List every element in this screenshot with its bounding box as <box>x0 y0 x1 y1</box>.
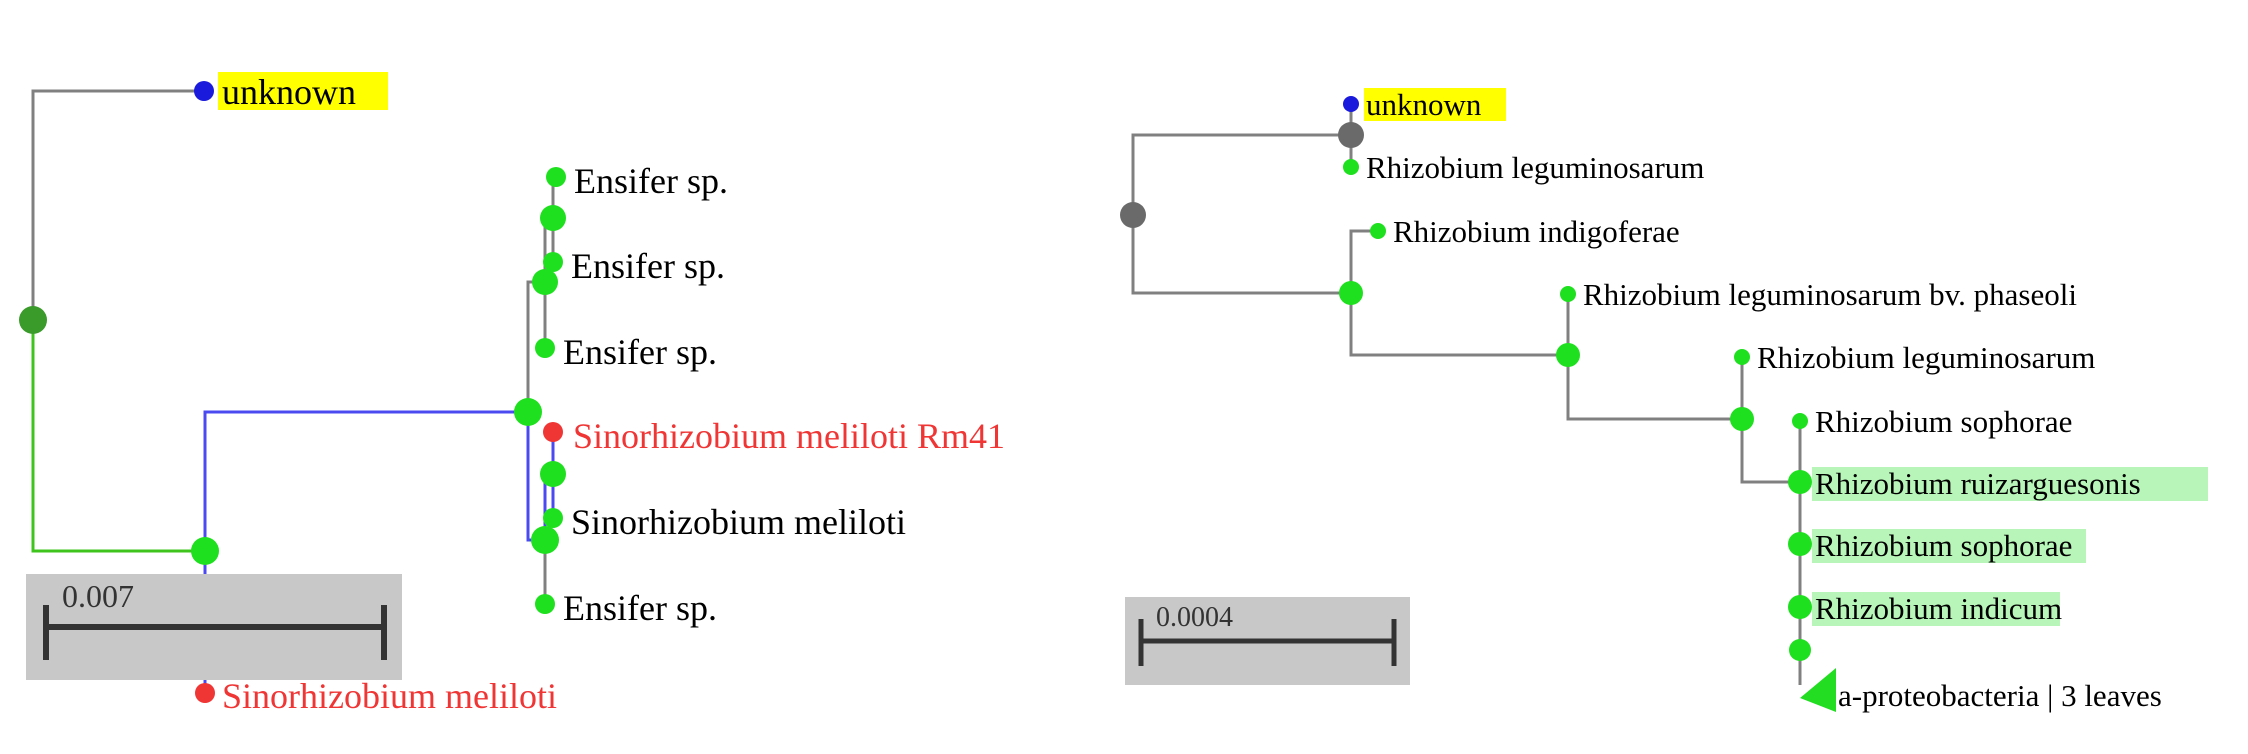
leaf-node-ensifer-4 <box>535 594 555 614</box>
leaf-node-sino-1 <box>543 508 563 528</box>
leaf-node-r-rindicum <box>1792 599 1808 615</box>
right-tree: 0.0004 unknown Rhizobium leguminosarum R… <box>1120 87 2208 713</box>
leaf-label-r-rind: Rhizobium indigoferae <box>1393 214 1680 249</box>
leaf-node-unknown <box>194 81 214 101</box>
leaf-label-r-rleg-1: Rhizobium leguminosarum <box>1366 150 1704 185</box>
left-scale-bar: 0.007 <box>26 574 402 680</box>
branch-root-clade <box>31 320 205 553</box>
node-right-root <box>1120 202 1146 228</box>
branch-r-root-down <box>1131 215 1351 295</box>
leaf-highlight-r-unknown <box>1364 88 1506 121</box>
leaf-node-ensifer-3 <box>535 338 555 358</box>
leaf-label-ensifer-4: Ensifer sp. <box>563 588 717 628</box>
right-scale-line <box>1138 619 1397 666</box>
node-left-root <box>19 306 47 334</box>
leaf-node-r-rleg-phas <box>1560 286 1576 302</box>
leaf-label-r-rsoph-1: Rhizobium sophorae <box>1815 404 2072 439</box>
leaf-label-r-rruiz: Rhizobium ruizarguesonis <box>1815 466 2141 501</box>
leaf-highlight-r-rsoph-2 <box>1812 529 2086 563</box>
right-internal-nodes <box>1120 122 1812 661</box>
node-right-n2 <box>1339 281 1363 305</box>
leaf-label-unknown: unknown <box>222 72 356 112</box>
left-scale-line <box>43 605 387 660</box>
leaf-label-r-rindicum: Rhizobium indicum <box>1815 591 2062 626</box>
collapsed-clade-triangle <box>1800 668 1836 712</box>
node-right-n8 <box>1789 639 1811 661</box>
left-tree: 0.007 unknown Ensifer sp. Ensifer sp. En… <box>19 72 1005 716</box>
leaf-node-sino-2 <box>195 683 215 703</box>
right-leaves: unknown Rhizobium leguminosarum Rhizobiu… <box>1343 87 2208 713</box>
leaf-label-ensifer-3: Ensifer sp. <box>563 332 717 372</box>
leaf-label-sino-1: Sinorhizobium meliloti <box>571 502 906 542</box>
right-scale-bar: 0.0004 <box>1125 597 1410 685</box>
node-left-clade <box>191 537 219 565</box>
leaf-label-sino-2: Sinorhizobium meliloti <box>222 676 557 716</box>
left-leaves: unknown Ensifer sp. Ensifer sp. Ensifer … <box>194 72 1005 716</box>
leaf-label-rm41: Sinorhizobium meliloti Rm41 <box>573 416 1005 456</box>
branch-root-unknown <box>31 89 202 320</box>
node-left-ensifer-up <box>532 269 558 295</box>
branch-r-n3 <box>1566 294 1742 421</box>
right-tree-branches <box>1131 104 1802 685</box>
leaf-node-r-rruiz <box>1792 474 1808 490</box>
leaf-node-r-rleg-2 <box>1734 349 1750 365</box>
leaf-label-r-rleg-2: Rhizobium leguminosarum <box>1757 340 2095 375</box>
node-left-ensifer-top <box>540 205 566 231</box>
right-scale-label: 0.0004 <box>1156 602 1233 633</box>
leaf-label-r-rleg-phas: Rhizobium leguminosarum bv. phaseoli <box>1583 277 2077 312</box>
leaf-label-r-collapsed: a-proteobacteria | 3 leaves <box>1838 678 2162 713</box>
leaf-label-ensifer-1: Ensifer sp. <box>574 161 728 201</box>
leaf-node-r-rsoph-2 <box>1792 536 1808 552</box>
leaf-label-r-rsoph-2: Rhizobium sophorae <box>1815 528 2072 563</box>
left-scale-label: 0.007 <box>62 578 134 614</box>
leaf-node-ensifer-2 <box>543 252 563 272</box>
leaf-highlight-r-rruiz <box>1812 467 2208 501</box>
leaf-label-ensifer-2: Ensifer sp. <box>571 246 725 286</box>
node-right-n4 <box>1730 407 1754 431</box>
node-right-n1 <box>1338 122 1364 148</box>
leaf-node-r-rleg-1 <box>1343 159 1359 175</box>
leaf-highlight-unknown <box>218 72 388 110</box>
node-left-ensifer-down <box>531 526 559 554</box>
leaf-node-r-unknown <box>1343 96 1359 112</box>
node-left-sino-cluster <box>540 461 566 487</box>
leaf-node-ensifer-1 <box>546 167 566 187</box>
leaf-node-r-rind <box>1370 223 1386 239</box>
branch-r-n2 <box>1349 229 1568 357</box>
leaf-highlight-r-rindicum <box>1812 592 2060 626</box>
node-right-n3 <box>1556 343 1580 367</box>
branch-r-root-up <box>1131 133 1351 215</box>
node-left-ensifer <box>514 398 542 426</box>
left-internal-nodes <box>19 205 566 565</box>
leaf-node-rm41 <box>543 422 563 442</box>
leaf-label-r-unknown: unknown <box>1366 87 1482 122</box>
branch-clade-ensifer <box>203 410 528 551</box>
leaf-node-r-rsoph-1 <box>1792 413 1808 429</box>
